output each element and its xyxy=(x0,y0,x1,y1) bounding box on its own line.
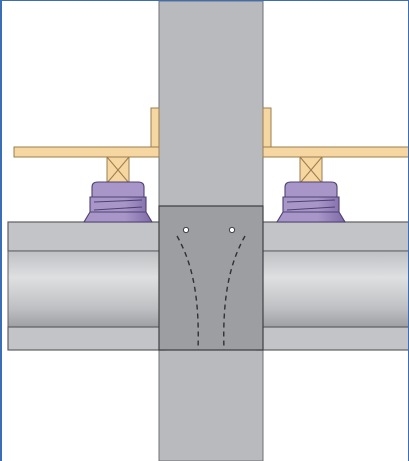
left-timber-joist xyxy=(13,107,160,184)
wall-joint-block xyxy=(158,205,264,351)
bolt-right xyxy=(228,226,236,234)
bolt-left xyxy=(182,226,190,234)
right-timber-joist xyxy=(262,107,408,184)
left-floor-slab xyxy=(7,221,166,351)
left-acoustic-pedestal xyxy=(83,181,153,223)
right-acoustic-pedestal xyxy=(276,181,346,223)
right-floor-slab xyxy=(256,221,408,351)
